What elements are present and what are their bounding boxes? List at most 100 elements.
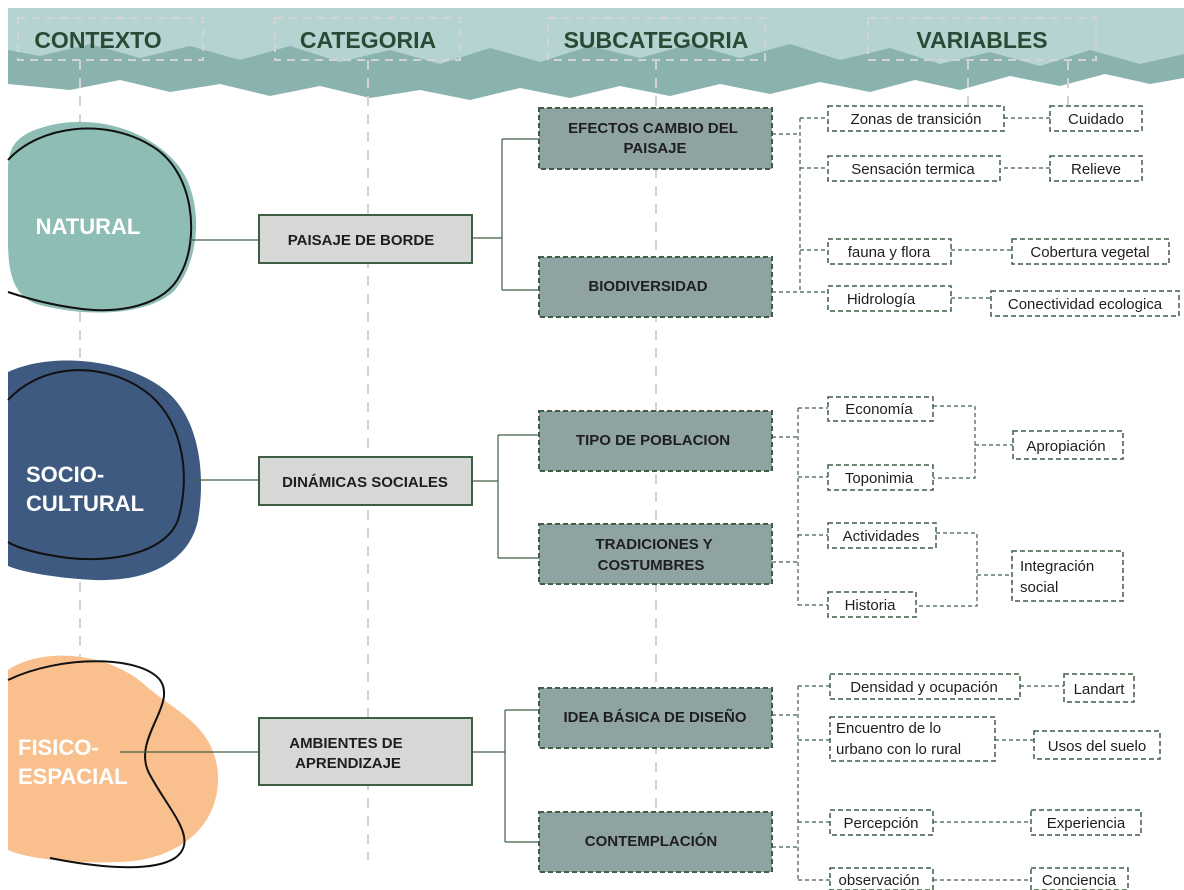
svg-text:Usos del suelo: Usos del suelo <box>1048 738 1146 755</box>
variable-apropiacion: Apropiación <box>1012 430 1124 460</box>
variable-fauna-y-flora: fauna y flora <box>827 238 952 265</box>
svg-text:Apropiación: Apropiación <box>1026 438 1105 455</box>
category-ambientes-de-aprendizaje: AMBIENTES DE APRENDIZAJE <box>258 717 473 786</box>
svg-text:Conciencia: Conciencia <box>1042 872 1117 889</box>
svg-text:Sensación termica: Sensación termica <box>851 161 975 178</box>
variable-usos-del-suelo: Usos del suelo <box>1033 730 1161 760</box>
variable-integracion-label-1: Integración <box>1020 558 1094 575</box>
variable-encuentro-label-1: Encuentro de lo <box>836 720 941 737</box>
variable-conciencia-label: Conciencia <box>1042 872 1117 889</box>
variable-zonas-de-transicion: Zonas de transición <box>827 105 1005 132</box>
svg-text:Integración social: Integración social <box>1020 558 1098 596</box>
variable-historia: Historia <box>827 591 917 618</box>
variable-experiencia: Experiencia <box>1030 809 1142 836</box>
subcategory-efectos-cambio-del-paisaje: EFECTOS CAMBIO DEL PAISAJE <box>538 107 773 170</box>
subcategory-contemplacion: CONTEMPLACIÓN <box>538 811 773 873</box>
context-connectors <box>120 239 260 753</box>
header-categoria: CATEGORIA <box>274 17 461 61</box>
header-variables-label: VARIABLES <box>916 27 1047 53</box>
header-contexto: CONTEXTO <box>17 17 204 61</box>
variable-encuentro-de-lo-urbano: Encuentro de lo urbano con lo rural <box>829 716 996 762</box>
header-banner <box>8 8 1184 100</box>
subcategory-tipo-de-poblacion: TIPO DE POBLACION <box>538 410 773 472</box>
variable-relieve-label: Relieve <box>1071 161 1121 178</box>
subcategory-contemplacion-label: CONTEMPLACIÓN <box>585 832 718 850</box>
variable-historia-label: Historia <box>845 597 897 614</box>
variable-usos-label: Usos del suelo <box>1048 738 1146 755</box>
variable-conciencia: Conciencia <box>1030 867 1129 890</box>
variable-hidrologia-label: Hidrología <box>847 291 916 308</box>
context-fisico-label: FISICO- ESPACIAL <box>18 735 128 789</box>
svg-text:Historia: Historia <box>845 597 897 614</box>
variable-conectividad-label: Conectividad ecologica <box>1008 296 1163 313</box>
variable-densidad-label: Densidad y ocupación <box>850 679 998 696</box>
svg-text:observación: observación <box>839 872 920 889</box>
header-contexto-label: CONTEXTO <box>34 27 161 53</box>
variable-fauna-label: fauna y flora <box>848 244 931 261</box>
context-natural: NATURAL <box>7 121 197 313</box>
variable-relieve: Relieve <box>1049 155 1143 182</box>
context-sociocultural-label: SOCIO- CULTURAL <box>26 462 144 516</box>
subcategory-efectos-label: EFECTOS CAMBIO DEL PAISAJE <box>568 120 742 157</box>
category-connectors <box>472 138 540 843</box>
variable-densidad-y-ocupacion: Densidad y ocupación <box>829 673 1021 700</box>
subcategory-idea-label: IDEA BÁSICA DE DISEÑO <box>563 708 746 726</box>
variable-actividades-label: Actividades <box>843 528 920 545</box>
svg-text:fauna y flora: fauna y flora <box>848 244 931 261</box>
variable-cobertura-vegetal: Cobertura vegetal <box>1011 238 1170 265</box>
subcategory-biodiversidad-label: BIODIVERSIDAD <box>588 278 707 295</box>
variable-connectors <box>772 117 1064 881</box>
category-dinamicas-label: DINÁMICAS SOCIALES <box>282 474 448 491</box>
variable-encuentro-label-2: urbano con lo rural <box>836 741 961 758</box>
svg-text:Conectividad ecologica: Conectividad ecologica <box>1008 296 1163 313</box>
svg-text:Relieve: Relieve <box>1071 161 1121 178</box>
svg-text:Hidrología: Hidrología <box>847 291 916 308</box>
variable-economia: Economía <box>827 396 934 422</box>
svg-text:Cuidado: Cuidado <box>1068 111 1124 128</box>
variable-landart: Landart <box>1063 673 1135 703</box>
variable-sensacion-termica: Sensación termica <box>827 155 1001 182</box>
variable-percepcion-label: Percepción <box>843 815 918 832</box>
header-subcategoria: SUBCATEGORIA <box>547 17 766 61</box>
variable-cuidado: Cuidado <box>1049 105 1143 132</box>
svg-text:Experiencia: Experiencia <box>1047 815 1126 832</box>
category-paisaje-label: PAISAJE DE BORDE <box>288 232 434 249</box>
variable-sensacion-label: Sensación termica <box>851 161 975 178</box>
variable-percepcion: Percepción <box>829 809 934 836</box>
svg-text:Zonas de transición: Zonas de transición <box>851 111 982 128</box>
variable-boxes: Zonas de transición Cuidado Sensación te… <box>827 105 1180 890</box>
subcategory-idea-basica-de-diseno: IDEA BÁSICA DE DISEÑO <box>538 687 773 749</box>
variable-conectividad-ecologica: Conectividad ecologica <box>990 290 1180 317</box>
variable-integracion-social: Integración social <box>1011 550 1124 602</box>
svg-text:Encuentro de lo urbano: Encuentro de lo urbano con lo rural <box>836 720 961 758</box>
variable-experiencia-label: Experiencia <box>1047 815 1126 832</box>
category-dinamicas-sociales: DINÁMICAS SOCIALES <box>258 456 473 506</box>
svg-text:Actividades: Actividades <box>843 528 920 545</box>
svg-text:Toponimia: Toponimia <box>845 470 914 487</box>
subcategory-tradiciones-label: TRADICIONES Y COSTUMBRES <box>595 536 716 574</box>
header-subcategoria-label: SUBCATEGORIA <box>564 27 749 53</box>
svg-text:Cobertura vegetal: Cobertura vegetal <box>1030 244 1149 261</box>
svg-text:Landart: Landart <box>1074 681 1126 698</box>
variable-integracion-label-2: social <box>1020 579 1058 596</box>
variable-toponimia: Toponimia <box>827 464 934 491</box>
variable-cuidado-label: Cuidado <box>1068 111 1124 128</box>
variable-observacion-label: observación <box>839 872 920 889</box>
context-fisico: FISICO- ESPACIAL <box>7 655 219 869</box>
variable-hidrologia: Hidrología <box>827 285 952 312</box>
svg-text:Densidad y ocupación: Densidad y ocupación <box>850 679 998 696</box>
header-categoria-label: CATEGORIA <box>300 27 436 53</box>
svg-text:Percepción: Percepción <box>843 815 918 832</box>
variable-landart-label: Landart <box>1074 681 1126 698</box>
category-ambientes-label: AMBIENTES DE APRENDIZAJE <box>289 735 407 772</box>
variable-actividades: Actividades <box>827 522 937 549</box>
variable-apropiacion-label: Apropiación <box>1026 438 1105 455</box>
svg-text:Economía: Economía <box>845 401 913 418</box>
subcategory-biodiversidad: BIODIVERSIDAD <box>538 256 773 318</box>
category-paisaje-de-borde: PAISAJE DE BORDE <box>258 214 473 264</box>
context-natural-label: NATURAL <box>36 214 141 239</box>
variable-observacion: observación <box>829 867 934 890</box>
header-variables: VARIABLES <box>867 17 1097 61</box>
subcategory-tipo-label: TIPO DE POBLACION <box>576 432 730 449</box>
